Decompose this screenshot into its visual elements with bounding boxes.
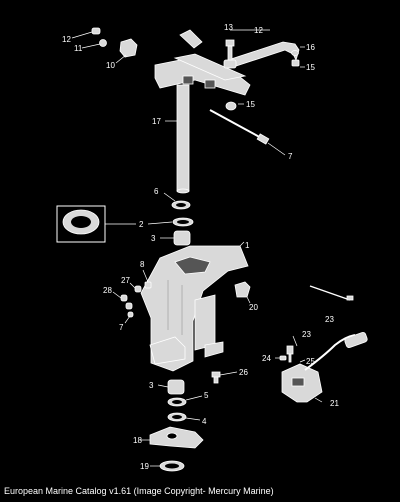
steering-arm-bracket [154, 53, 251, 96]
lower-yoke-18 [140, 426, 204, 449]
callout-26: 26 [239, 368, 248, 377]
callout-8: 6 [154, 187, 159, 196]
washer-8 [163, 192, 191, 210]
callout-20: 20 [249, 303, 258, 312]
screw-26 [211, 371, 238, 384]
callout-7: 7 [119, 323, 124, 332]
callout-17: 17 [152, 117, 161, 126]
seal-2-detail [56, 205, 194, 243]
bushing-10 [115, 38, 138, 64]
callout-28: 28 [103, 286, 112, 295]
bolt-14 [225, 39, 235, 61]
callout-24: 25 [306, 357, 315, 366]
callout-10: 10 [106, 61, 115, 70]
callout-6: 8 [140, 260, 145, 269]
clip-20 [234, 281, 251, 304]
rod-25 [309, 285, 354, 301]
trim-sensor-21 [275, 331, 368, 403]
callout-27: 27 [121, 276, 130, 285]
callout-13: 12 [254, 26, 263, 35]
callout-21: 21 [330, 399, 339, 408]
callout-15-upper: 15 [306, 63, 315, 72]
callout-23: 24 [262, 354, 271, 363]
bushing-3-upper [160, 230, 191, 246]
steering-rod-9 [209, 109, 286, 156]
callout-14: 13 [224, 23, 233, 32]
callout-25: 23 [325, 315, 334, 324]
callout-labels: 12 11 10 13 12 16 15 15 17 7 6 2 3 1 8 2… [62, 23, 339, 471]
washer-5-seal-4 [167, 395, 203, 422]
callout-12: 12 [62, 35, 71, 44]
fittings-7-27-28 [112, 282, 142, 324]
grease-fitting-6 [142, 269, 152, 289]
callout-5: 5 [204, 391, 209, 400]
callout-3-lower: 3 [149, 381, 154, 390]
washers-15-16 [225, 46, 305, 111]
washer-19 [150, 460, 185, 472]
callout-3-upper: 3 [151, 234, 156, 243]
callout-2: 2 [139, 220, 144, 229]
callout-16: 16 [306, 43, 315, 52]
copyright-caption: European Marine Catalog v1.61 (Image Cop… [4, 486, 274, 496]
callout-11: 11 [74, 44, 83, 53]
callout-15-lower: 15 [246, 100, 255, 109]
swivel-bracket-1 [140, 241, 249, 372]
washer-11-12 [71, 27, 107, 49]
callout-4: 4 [202, 417, 207, 426]
callout-22: 23 [302, 330, 311, 339]
callout-9: 7 [288, 152, 293, 161]
callout-19: 19 [140, 462, 149, 471]
callout-1: 1 [245, 241, 250, 250]
callout-18: 18 [133, 436, 142, 445]
swivel-tube-17 [165, 84, 190, 194]
bushing-3-lower [157, 379, 185, 395]
